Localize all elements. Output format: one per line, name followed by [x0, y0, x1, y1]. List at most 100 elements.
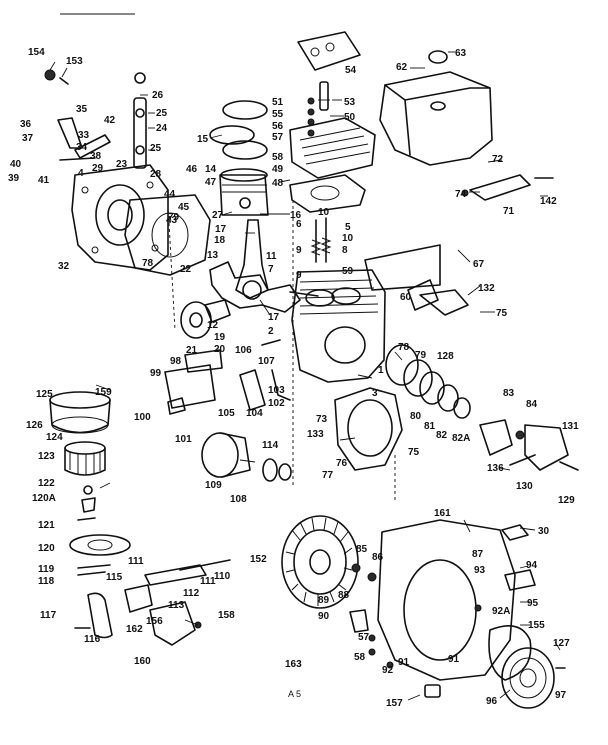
callout-label: 73: [316, 414, 328, 425]
callout-label: 54: [345, 65, 357, 76]
callout-label: 75: [496, 308, 508, 319]
callout-label: 11: [266, 251, 277, 262]
fuel-tank: [379, 71, 493, 166]
callout-label: 71: [503, 206, 515, 217]
callout-label: 78: [398, 342, 410, 353]
callout-label: 126: [26, 420, 43, 431]
callout-label: 46: [186, 164, 198, 175]
callout-label: 30: [538, 526, 550, 537]
callout-label: 79: [415, 350, 427, 361]
carburetor-160: [149, 601, 196, 646]
callout-label: 84: [526, 399, 538, 410]
callout-label: 22: [180, 264, 192, 275]
callout-label: 112: [183, 588, 200, 599]
callout-label: 24: [156, 123, 168, 134]
piston: [219, 174, 269, 216]
callout-label: 152: [250, 554, 267, 565]
callout-label: 33: [78, 130, 90, 141]
rotating-screen: [501, 647, 555, 709]
callout-label: 51: [272, 97, 284, 108]
blower-housing: [377, 519, 516, 681]
callout-label: 47: [205, 177, 217, 188]
callout-label: 123: [38, 451, 55, 462]
gear-cover-plate: [71, 164, 169, 271]
callout-label: 160: [134, 656, 151, 667]
callout-label: 17: [215, 224, 227, 235]
callout-label: 121: [38, 520, 55, 531]
callout-label: 80: [410, 411, 422, 422]
callout-label: 108: [230, 494, 247, 505]
callout-label: 153: [66, 56, 83, 67]
callout-label: 158: [218, 610, 235, 621]
callout-label: 42: [104, 115, 116, 126]
callout-label: 162: [126, 624, 143, 635]
callout-label: 43: [166, 215, 178, 226]
callout-label: 91: [448, 654, 460, 665]
callout-label: 115: [106, 572, 123, 583]
callout-label: 109: [205, 480, 222, 491]
callout-label: 100: [134, 412, 151, 423]
elbow-tube: [87, 592, 113, 639]
nut-154: [44, 69, 56, 81]
callout-label: 95: [527, 598, 539, 609]
callout-label: 23: [116, 159, 128, 170]
cylinder-block: [291, 269, 386, 383]
callout-label: 111: [200, 576, 216, 587]
callout-label: 50: [344, 112, 356, 123]
callout-label: 5: [345, 222, 351, 233]
callout-label: 106: [235, 345, 252, 356]
callout-label: 157: [386, 698, 403, 709]
leader-lines: [49, 51, 561, 701]
callout-label: 96: [486, 696, 498, 707]
callout-label: 34: [76, 142, 88, 153]
callout-label: 159: [95, 387, 112, 398]
callout-label: 102: [268, 398, 285, 409]
callout-label: 17: [268, 312, 280, 323]
callout-label: 12: [207, 320, 219, 331]
callout-label: 10: [342, 233, 354, 244]
callout-label: 111: [128, 556, 144, 567]
connecting-rod: [235, 219, 269, 299]
callout-label: 25: [156, 108, 168, 119]
callout-label: 2: [268, 326, 274, 337]
callout-label: 85: [356, 544, 368, 555]
callout-label: 3: [372, 388, 378, 399]
callout-label: 58: [272, 152, 284, 163]
callout-label: 90: [318, 611, 330, 622]
callout-label: 97: [555, 690, 567, 701]
callout-label: 49: [272, 164, 284, 175]
callout-label: 118: [38, 576, 55, 587]
air-cleaner-base: [69, 534, 131, 556]
callout-label: 53: [344, 97, 356, 108]
callout-label: 110: [214, 571, 231, 582]
callout-label: 72: [492, 154, 504, 165]
callout-label: 79: [168, 212, 180, 223]
callout-label: 131: [562, 421, 579, 432]
air-deflector: [297, 31, 361, 71]
callout-label: 27: [212, 210, 224, 221]
callout-label: 7: [268, 264, 274, 275]
callout-label: 125: [36, 389, 53, 400]
callout-label: 21: [186, 345, 198, 356]
callout-label: 13: [207, 250, 219, 261]
flywheel-109: [201, 432, 239, 478]
callout-label: 48: [272, 178, 284, 189]
flywheel-fan-152: [281, 515, 359, 609]
callout-label: 120: [38, 543, 55, 554]
callout-label: 59: [342, 266, 354, 277]
callout-label: 105: [218, 408, 235, 419]
callout-label: 93: [474, 565, 486, 576]
governor-shaft: [133, 97, 147, 169]
callout-label: 156: [146, 616, 163, 627]
page-code: A 5: [288, 689, 301, 699]
callout-label: 91: [398, 657, 410, 668]
callout-label: 104: [246, 408, 263, 419]
callout-label: 78: [142, 258, 154, 269]
callout-label: 76: [336, 458, 348, 469]
callout-labels: 154 153 35 36 37 33 34 42 38 40 39 41 4 …: [8, 47, 579, 709]
callout-label: 9: [296, 245, 302, 256]
callout-label: 155: [528, 620, 545, 631]
blower-housing-73: [334, 387, 403, 471]
callout-label: 58: [354, 652, 366, 663]
callout-label: 94: [526, 560, 538, 571]
